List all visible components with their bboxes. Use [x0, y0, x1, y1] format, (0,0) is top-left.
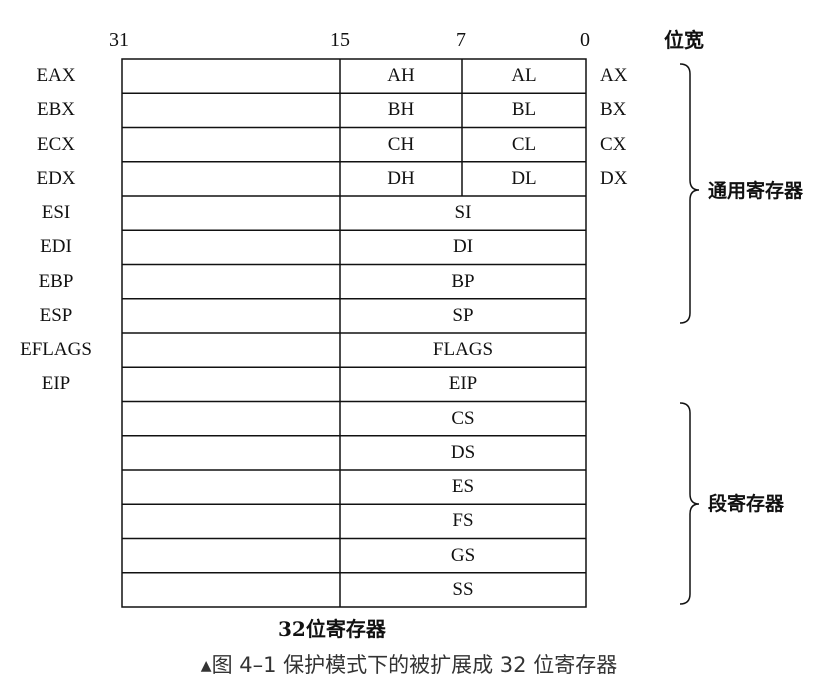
register-low-16bit: SP: [452, 304, 474, 326]
register-32bit-name: EFLAGS: [20, 339, 92, 361]
register-32bit-name: EBX: [37, 99, 75, 121]
bit-7-label: 7: [456, 29, 466, 51]
general-registers-brace: [679, 63, 700, 324]
register-low-byte: AL: [511, 65, 537, 87]
register-32bit-name: EIP: [41, 373, 71, 395]
register-low-16bit: CS: [451, 407, 475, 429]
caption-text: 图 4–1 保护模式下的被扩展成 32 位寄存器: [211, 653, 618, 677]
register-32bit-name: EDI: [40, 236, 72, 258]
width-header: 位宽: [664, 28, 704, 52]
register-32bit-name: EBP: [38, 270, 74, 292]
register-low-16bit: SI: [454, 202, 472, 224]
register-16bit-name: AX: [600, 65, 628, 87]
segment-registers-brace: [679, 402, 700, 605]
register-low-16bit: SS: [452, 578, 474, 600]
register-16bit-name: CX: [600, 133, 627, 155]
register-low-16bit: EIP: [448, 373, 478, 395]
general-registers-label: 通用寄存器: [708, 180, 804, 202]
caption-marker: ▲: [200, 658, 212, 674]
register-32bit-name: ECX: [37, 133, 75, 155]
register-low-16bit: DS: [450, 441, 476, 463]
register-low-byte: BL: [511, 99, 537, 121]
register-low-16bit: ES: [451, 476, 475, 498]
figure-caption: ▲图 4–1 保护模式下的被扩展成 32 位寄存器: [0, 653, 818, 678]
register-32bit-name: ESI: [41, 202, 71, 224]
bit-31-label: 31: [109, 29, 129, 51]
register-32bit-name: EDX: [36, 167, 76, 189]
bit-15-label: 15: [330, 29, 350, 51]
register-low-16bit: GS: [450, 544, 476, 566]
register-low-byte: DL: [511, 167, 537, 189]
register-low-16bit: FLAGS: [432, 339, 494, 361]
register-high-byte: CH: [387, 133, 415, 155]
register-32bit-name: EAX: [36, 65, 76, 87]
register-high-byte: AH: [387, 65, 415, 87]
bit-0-label: 0: [580, 29, 590, 51]
register-high-byte: DH: [387, 167, 415, 189]
register-16bit-name: DX: [600, 167, 628, 189]
register-low-16bit: DI: [452, 236, 474, 258]
register-32bit-name: ESP: [39, 304, 73, 326]
register-low-16bit: FS: [452, 510, 474, 532]
register-low-byte: CL: [511, 133, 537, 155]
register-width-label: 32位寄存器: [278, 617, 386, 641]
register-low-16bit: BP: [451, 270, 475, 292]
segment-registers-label: 段寄存器: [708, 493, 785, 515]
register-high-byte: BH: [387, 99, 415, 121]
register-16bit-name: BX: [600, 99, 627, 121]
